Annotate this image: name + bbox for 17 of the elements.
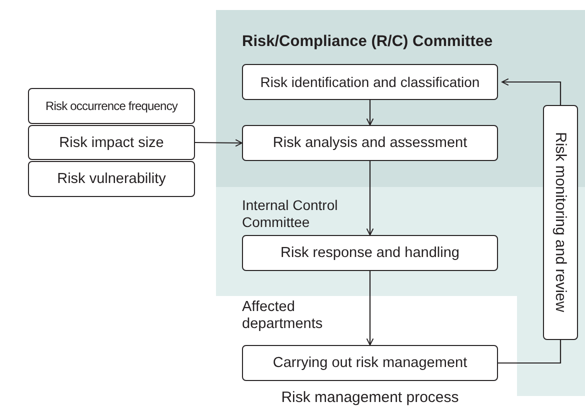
arrow bbox=[366, 100, 374, 126]
process-box: Risk monitoring and review bbox=[543, 105, 578, 340]
process-box: Risk analysis and assessment bbox=[242, 125, 498, 161]
band-heading: Internal Control Committee bbox=[242, 197, 339, 231]
arrow bbox=[366, 161, 374, 236]
factor-box: Risk occurrence frequency bbox=[28, 88, 195, 124]
group-label: Affected departments bbox=[242, 299, 324, 333]
process-box: Risk response and handling bbox=[242, 235, 498, 271]
caption: Risk management process bbox=[280, 389, 460, 406]
arrow bbox=[195, 139, 242, 147]
band-heading: Risk/Compliance (R/C) Committee bbox=[242, 33, 493, 50]
arrow bbox=[502, 78, 562, 105]
arrow bbox=[366, 271, 374, 346]
process-box: Risk identification and classification bbox=[242, 64, 498, 100]
factor-box: Risk impact size bbox=[28, 125, 195, 160]
factor-box: Risk vulnerability bbox=[28, 161, 195, 197]
process-box: Carrying out risk management bbox=[242, 345, 498, 381]
